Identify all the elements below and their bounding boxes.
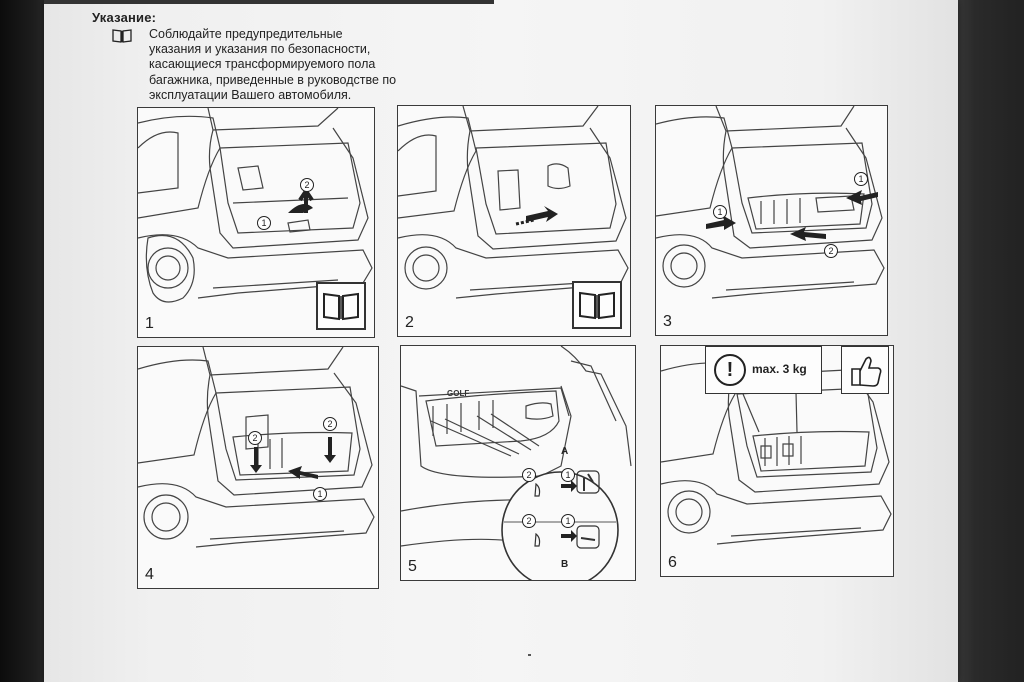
manual-reference-box [572, 281, 622, 329]
step-number: 2 [405, 314, 414, 332]
callout-2: 2 [522, 468, 536, 482]
callout-1: 1 [257, 216, 271, 230]
note-line: указания и указания по безопасности, [149, 42, 509, 57]
warning-icon: ! [714, 354, 746, 386]
step-panel-5: GOLF A B 2 1 2 1 5 [400, 345, 636, 581]
weight-warning-box: ! max. 3 kg [705, 346, 822, 394]
car-trunk-illustration [138, 347, 378, 588]
book-icon [574, 283, 620, 327]
step-panel-3: 1 1 2 3 [655, 105, 888, 336]
callout-1: 1 [854, 172, 868, 186]
step-number: 3 [663, 313, 672, 331]
manual-reference-box [316, 282, 366, 330]
step-number: 1 [145, 315, 154, 333]
paper-speck [528, 654, 531, 656]
trunk-closeup-illustration [401, 346, 635, 580]
step-number: 5 [408, 558, 417, 576]
thumbs-up-icon [842, 347, 888, 393]
step-number: 4 [145, 566, 154, 584]
step-panel-4: 2 2 1 4 [137, 346, 379, 589]
table-surface-right [954, 0, 1024, 682]
book-icon [318, 284, 364, 328]
step-panel-2: 2 [397, 105, 631, 337]
note-line: эксплуатации Вашего автомобиля. [149, 88, 509, 103]
callout-2: 2 [522, 514, 536, 528]
note-line: Соблюдайте предупредительные [149, 27, 509, 42]
callout-1: 1 [713, 205, 727, 219]
note-text: Соблюдайте предупредительные указания и … [149, 27, 509, 103]
callout-2: 2 [248, 431, 262, 445]
table-surface-left [0, 0, 48, 682]
callout-1: 1 [561, 468, 575, 482]
note-line: касающиеся трансформируемого пола [149, 57, 509, 72]
thumbs-up-box [841, 346, 889, 394]
variant-label-a: A [561, 446, 568, 457]
callout-2: 2 [300, 178, 314, 192]
note-line: багажника, приведенные в руководстве по [149, 73, 509, 88]
note-heading: Указание: [92, 10, 156, 25]
top-rule [44, 0, 494, 4]
callout-1: 1 [313, 487, 327, 501]
variant-label-b: B [561, 559, 568, 570]
car-trunk-illustration [656, 106, 887, 335]
book-icon [112, 29, 132, 43]
callout-1: 1 [561, 514, 575, 528]
callout-2: 2 [824, 244, 838, 258]
step-panel-6: ! max. 3 kg 6 [660, 345, 894, 577]
step-panel-1: 1 2 1 [137, 107, 375, 338]
weight-limit-text: max. 3 kg [752, 362, 807, 376]
step-number: 6 [668, 554, 677, 572]
brand-label: GOLF [447, 389, 469, 398]
callout-2: 2 [323, 417, 337, 431]
